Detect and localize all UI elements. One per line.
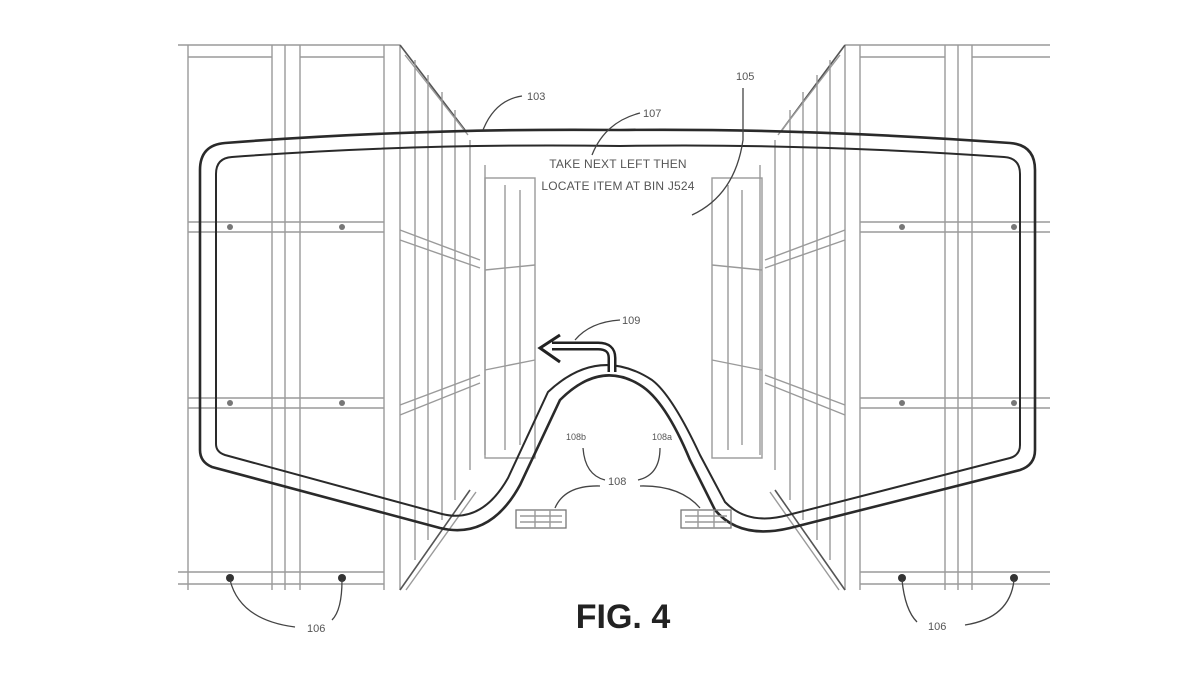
floor-marker-left	[515, 509, 567, 529]
label-106-right: 106	[928, 621, 946, 633]
turn-left-arrow-icon	[537, 333, 617, 372]
label-108: 108	[608, 476, 626, 488]
label-107: 107	[643, 108, 661, 120]
message-line-1: TAKE NEXT LEFT THEN	[549, 157, 687, 171]
label-109: 109	[622, 315, 640, 327]
message-line-2: LOCATE ITEM AT BIN J524	[541, 179, 694, 193]
label-105: 105	[736, 71, 754, 83]
display-message: TAKE NEXT LEFT THEN LOCATE ITEM AT BIN J…	[541, 157, 694, 193]
label-108b: 108b	[566, 432, 586, 442]
headset-display-frame	[198, 128, 1037, 533]
right-shelving-unit	[711, 44, 1050, 591]
figure-caption: FIG. 4	[576, 598, 671, 636]
floor-marker-right	[680, 509, 732, 529]
reference-leaders	[229, 88, 1015, 628]
left-shelving-unit	[178, 44, 536, 591]
label-108a: 108a	[652, 432, 672, 442]
reference-labels: 103 107 105 109 108b 108a 108 106 106	[307, 71, 946, 635]
label-103: 103	[527, 91, 545, 103]
label-106-left: 106	[307, 623, 325, 635]
